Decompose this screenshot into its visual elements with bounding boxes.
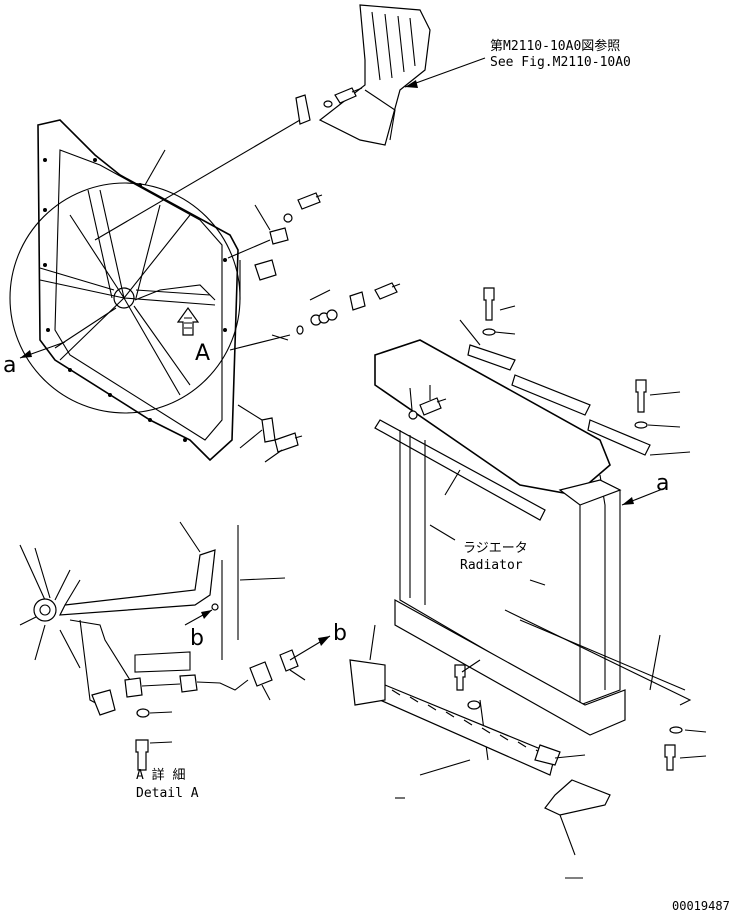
view-b-arrow-label: b [333,621,347,646]
view-a-right-label: a [656,471,669,496]
hardware-middle [229,282,401,351]
see-fig-en-label: See Fig.M2110-10A0 [490,55,631,70]
arrow-icon [184,609,213,626]
see-fig-jp-label: 第M2110-10A0図参照 [490,38,620,54]
see-fig-leader [404,57,486,88]
detail-marker: A [195,341,210,366]
view-b-detail-label: b [190,626,204,651]
arrow-icon [19,341,66,359]
view-a-left-label: a [3,353,16,378]
arrow-icon [289,635,331,661]
upper-duct-part [318,4,431,146]
fan-shroud [9,119,241,462]
radiator-jp-label: ラジエータ [463,541,528,556]
arrow-icon [621,487,666,506]
hardware-lower [237,404,303,463]
drawing-number: 00019487 [672,899,730,913]
hardware-upper [227,192,323,300]
hatched-arrow-icon [176,306,200,336]
top-bolt [295,87,363,125]
bottom-seal-strip [349,624,611,856]
detail-a-view [19,521,306,771]
radiator-en-label: Radiator [460,558,523,573]
detail-a-en-label: Detail A [136,786,199,801]
detail-a-jp-label: A 詳 細 [136,767,185,783]
radiator-bolts [408,287,683,771]
